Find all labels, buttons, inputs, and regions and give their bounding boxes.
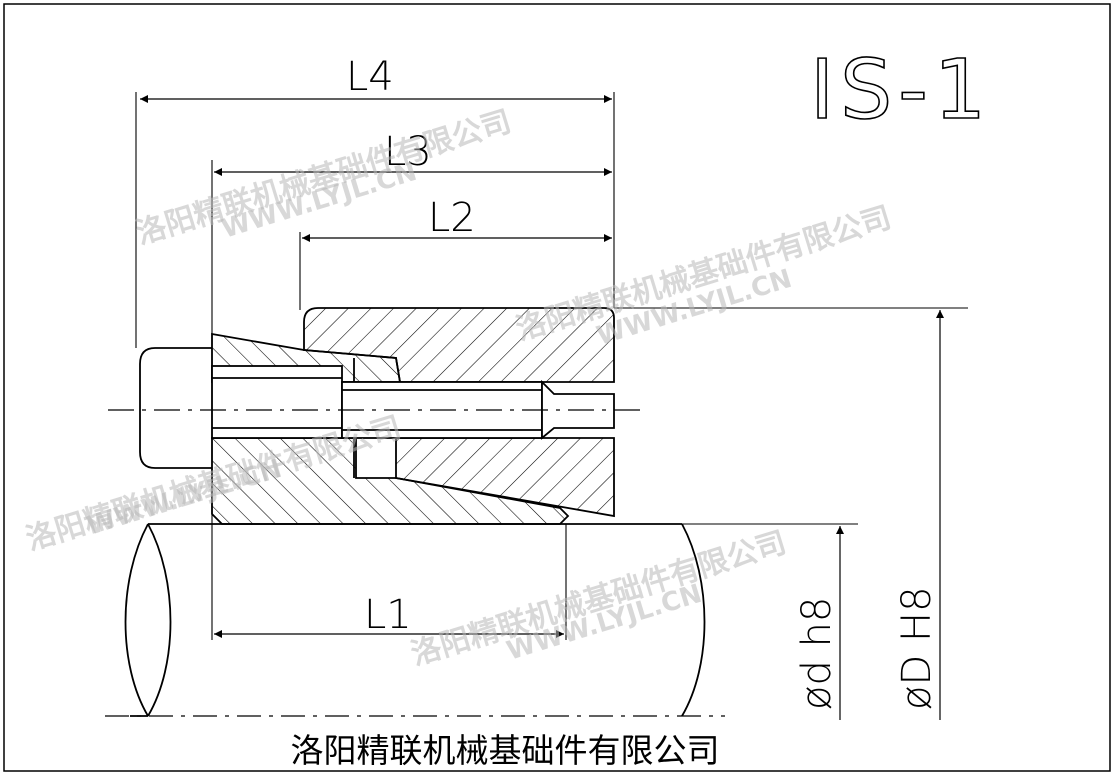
dimension-lines [140,95,944,720]
drawing-frame [3,3,1111,772]
svg-text:洛阳精联机械基础件有限公司: 洛阳精联机械基础件有限公司 [512,200,895,347]
drawing-title: IS-1 [810,43,992,138]
dim-D-label: øD H8 [894,586,940,710]
extension-lines [135,92,968,640]
svg-text:洛阳精联机械基础件有限公司: 洛阳精联机械基础件有限公司 [407,525,790,672]
dim-L1-label: L1 [364,592,412,638]
dim-d-label: ød h8 [794,597,840,710]
dim-L2-label: L2 [428,195,476,241]
screw-head [139,347,212,469]
inner-sleeve-bottom [211,437,570,525]
company-name: 洛阳精联机械基础件有限公司 [290,731,720,770]
dim-L3-label: L3 [384,129,432,175]
dim-L4-label: L4 [346,54,394,100]
